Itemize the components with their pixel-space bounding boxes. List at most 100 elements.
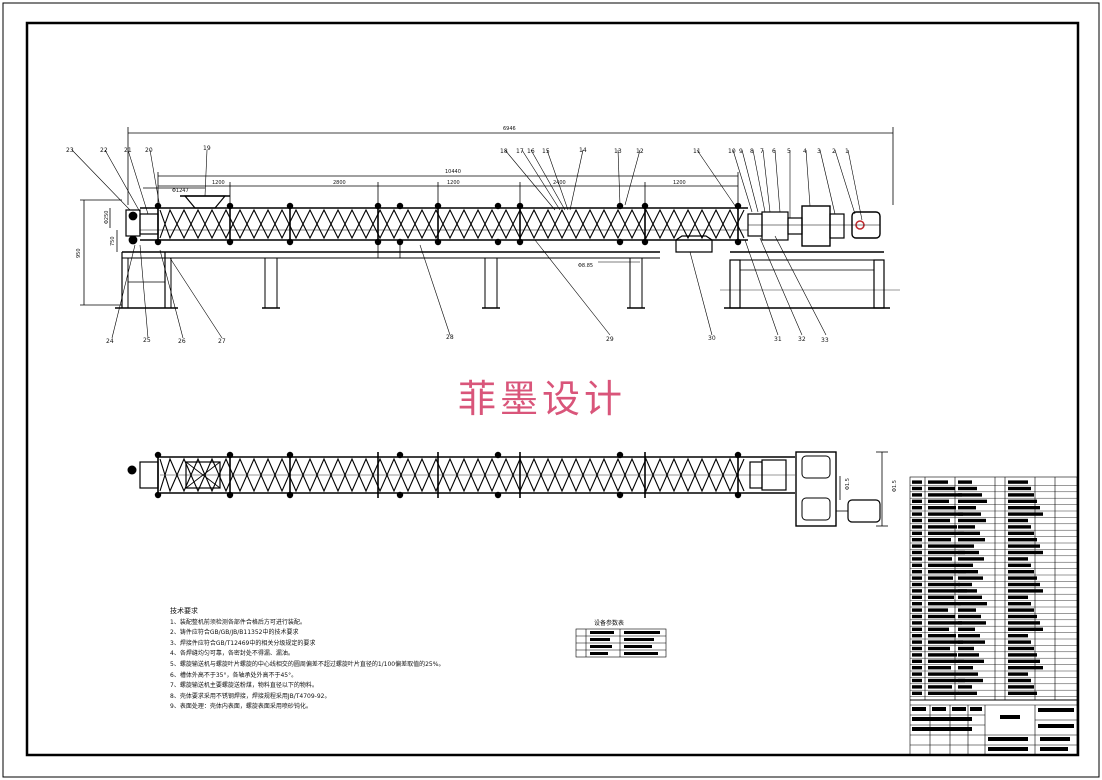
parts-row-cell: [1008, 595, 1028, 599]
parts-row-cell: [1008, 653, 1037, 657]
parts-row-cell: [928, 634, 956, 638]
parts-row-cell: [958, 640, 985, 644]
parts-row-cell: [928, 653, 957, 657]
parts-row-cell: [928, 659, 964, 663]
watermark: 菲墨设计: [458, 377, 627, 421]
parts-row-cell: [912, 653, 922, 657]
callout-22: 22: [100, 147, 108, 154]
parts-row-cell: [912, 538, 922, 542]
parts-row-cell: [1008, 659, 1040, 663]
callout-10: 10: [728, 148, 736, 155]
parts-row-cell: [928, 480, 948, 484]
dim-plan-w2: Φ1.5: [845, 478, 851, 490]
parts-row-cell: [928, 570, 966, 574]
parts-row-cell: [912, 602, 922, 606]
parts-row-cell: [928, 685, 952, 689]
parameter-table-title: 设备参数表: [594, 620, 625, 627]
dim-inlet: Φ1247: [172, 188, 189, 194]
parts-row-cell: [912, 608, 922, 612]
parts-row-cell: [1008, 666, 1043, 670]
callout-1: 1: [845, 148, 849, 155]
note-9: 9、表面处理：壳体内表面，螺旋表面采用喷砂钝化。: [170, 703, 312, 711]
callout-29: 29: [606, 336, 614, 343]
inner-border: [25, 21, 1080, 757]
parts-row-cell: [1008, 589, 1043, 593]
callout-5: 5: [787, 148, 791, 155]
parts-row-cell: [1008, 480, 1028, 484]
parts-row-cell: [958, 550, 979, 555]
callout-25: 25: [143, 337, 151, 344]
callout-21: 21: [124, 147, 132, 154]
title-block-cell: [1040, 747, 1068, 751]
parts-row-cell: [1008, 672, 1028, 676]
parts-row-cell: [912, 486, 922, 491]
parts-row-cell: [912, 621, 922, 625]
parts-row-cell: [958, 544, 974, 548]
dim-height: 950: [76, 248, 82, 258]
parts-row-cell: [958, 595, 982, 599]
callout-14: 14: [579, 147, 587, 154]
parts-row-cell: [912, 595, 922, 599]
parts-row-cell: [958, 614, 981, 619]
parts-row-cell: [958, 563, 973, 567]
parts-row-cell: [928, 640, 963, 644]
parts-row-cell: [928, 493, 962, 497]
parts-row-cell: [928, 550, 965, 555]
parts-row-cell: [1008, 582, 1040, 587]
callout-26: 26: [178, 338, 186, 345]
title-block-cell: [932, 707, 946, 711]
callout-6: 6: [772, 148, 776, 155]
parts-row-cell: [1008, 602, 1031, 606]
callout-15: 15: [542, 148, 550, 155]
parts-row-cell: [912, 640, 922, 644]
parts-row-cell: [928, 531, 964, 535]
dim-overall: 6946: [503, 126, 516, 132]
parts-row-cell: [958, 608, 976, 612]
parts-row-cell: [912, 531, 922, 535]
parts-row-cell: [1008, 525, 1031, 529]
callout-30: 30: [708, 335, 716, 342]
parts-row-cell: [958, 557, 984, 561]
title-block-cell: [1000, 715, 1020, 719]
parts-row-cell: [1008, 678, 1031, 683]
parts-row-cell: [1008, 486, 1031, 491]
technical-notes: 技术要求 1、装配整机前须检测各部件合格后方可进行装配。 2、铸件应符合GB/G…: [170, 606, 444, 713]
parts-row-cell: [912, 678, 922, 683]
parts-row-cell: [958, 678, 983, 683]
dim-plan-w: Φ1.5: [892, 480, 898, 492]
note-2: 2、铸件应符合GB/GB/JB/B11352中的技术要求: [170, 629, 299, 637]
parts-row-cell: [928, 678, 965, 683]
callout-28: 28: [446, 334, 454, 341]
parts-row-cell: [912, 659, 922, 663]
parts-row-cell: [928, 691, 959, 695]
parts-row-cell: [1008, 512, 1043, 516]
parts-row-cell: [1008, 634, 1028, 638]
parts-row-cell: [1008, 563, 1031, 567]
dim-seg4: 2400: [553, 180, 566, 186]
parts-row-cell: [958, 646, 974, 651]
parts-row-cell: [912, 518, 922, 523]
parts-row-cell: [958, 486, 977, 491]
parts-row-cell: [928, 589, 967, 593]
parts-row-cell: [958, 672, 978, 676]
parts-row-cell: [928, 646, 950, 651]
title-block-cell: [1038, 724, 1074, 728]
dim-seg2: 2800: [333, 180, 346, 186]
parts-row-cell: [912, 634, 922, 638]
parts-row-cell: [912, 557, 922, 561]
elevation-dimensions: 6946 10440 1200 2800 1200 2400 1200 Φ124…: [76, 126, 686, 269]
note-4: 4、各焊缝均匀可靠，各密封处不得漏、漏油。: [170, 650, 294, 658]
parts-row-cell: [958, 582, 972, 587]
parts-row-cell: [958, 480, 972, 484]
parts-row-cell: [958, 525, 975, 529]
parts-row-cell: [928, 621, 962, 625]
parts-row-cell: [1008, 544, 1040, 548]
note-7: 7、螺旋输送机主要螺旋送粉煤，物料直径以下的物料。: [170, 682, 318, 690]
parts-row-cell: [1008, 493, 1034, 497]
parts-row-cell: [928, 486, 955, 491]
parts-row-cell: [928, 506, 956, 510]
parts-row-cell: [912, 506, 922, 510]
parts-row-cell: [928, 602, 961, 606]
callout-33: 33: [821, 337, 829, 344]
